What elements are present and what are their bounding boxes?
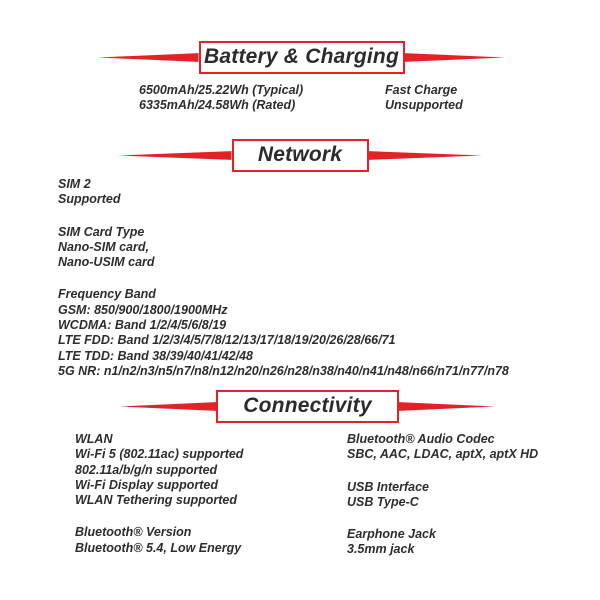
battery-section-banner: Battery & Charging [98, 41, 505, 74]
wlan-label: WLAN [75, 432, 113, 446]
ribbon-left-icon [98, 53, 199, 62]
earphone-jack-group: Earphone Jack 3.5mm jack [347, 527, 538, 558]
connectivity-section-banner: Connectivity [120, 390, 495, 423]
network-section-banner: Network [118, 139, 482, 172]
bluetooth-version-label: Bluetooth® Version [75, 525, 192, 540]
usb-interface-value: USB Type-C [347, 494, 419, 509]
wlan-wifi-display: Wi-Fi Display supported [75, 477, 218, 492]
bluetooth-version-value: Bluetooth® 5.4, Low Energy [75, 540, 242, 555]
ribbon-right-icon [404, 53, 505, 62]
connectivity-left-column: WLAN Wi-Fi 5 (802.11ac) supported 802.11… [75, 432, 243, 556]
frequency-band-lte-fdd: LTE FDD: Band 1/2/3/4/5/7/8/12/13/17/18/… [58, 333, 396, 348]
battery-title-box: Battery & Charging [198, 41, 405, 74]
usb-interface-group: USB Interface USB Type-C [347, 480, 538, 511]
sim2-value: Supported [58, 192, 121, 207]
earphone-jack-value: 3.5mm jack [347, 542, 415, 557]
fast-charge-block: Fast Charge Unsupported [385, 83, 463, 114]
network-title-box: Network [231, 139, 369, 172]
frequency-band-lte-tdd: LTE TDD: Band 38/39/40/41/42/48 [58, 348, 253, 363]
sim-card-type-value-1: Nano-SIM card, [58, 239, 149, 254]
frequency-band-wcdma: WCDMA: Band 1/2/4/5/6/8/19 [58, 318, 227, 333]
wlan-80211abgn: 802.11a/b/g/n supported [75, 462, 218, 477]
bluetooth-codec-label: Bluetooth® Audio Codec [347, 432, 495, 446]
frequency-band-5g-nr: 5G NR: n1/n2/n3/n5/n7/n8/n12/n20/n26/n28… [58, 363, 509, 378]
ribbon-right-icon [399, 402, 495, 411]
wlan-tethering: WLAN Tethering supported [75, 493, 238, 508]
frequency-band-group: Frequency Band GSM: 850/900/1800/1900MHz… [58, 287, 509, 379]
sim-card-type-value-2: Nano-USIM card [58, 255, 155, 270]
bluetooth-codec-value: SBC, AAC, LDAC, aptX, aptX HD [347, 447, 539, 462]
earphone-jack-label: Earphone Jack [347, 527, 436, 542]
frequency-band-label: Frequency Band [58, 287, 156, 302]
network-specs-block: SIM 2 Supported SIM Card Type Nano-SIM c… [58, 177, 509, 379]
frequency-band-gsm: GSM: 850/900/1800/1900MHz [58, 302, 228, 317]
ribbon-right-icon [368, 151, 482, 160]
bluetooth-version-group: Bluetooth® Version Bluetooth® 5.4, Low E… [75, 525, 243, 556]
wlan-group: WLAN Wi-Fi 5 (802.11ac) supported 802.11… [75, 432, 243, 508]
sim2-group: SIM 2 Supported [58, 177, 509, 208]
ribbon-left-icon [118, 151, 232, 160]
connectivity-section-title: Connectivity [243, 393, 372, 417]
connectivity-right-column: Bluetooth® Audio Codec SBC, AAC, LDAC, a… [347, 432, 538, 558]
sim-card-type-label: SIM Card Type [58, 224, 145, 239]
fast-charge-value: Unsupported [385, 98, 463, 113]
bluetooth-codec-group: Bluetooth® Audio Codec SBC, AAC, LDAC, a… [347, 432, 538, 463]
fast-charge-label: Fast Charge [385, 83, 458, 97]
battery-capacity-typical: 6500mAh/25.22Wh (Typical) [139, 83, 304, 97]
usb-interface-label: USB Interface [347, 479, 429, 494]
network-section-title: Network [257, 142, 343, 166]
battery-section-title: Battery & Charging [204, 44, 399, 68]
sim2-label: SIM 2 [58, 177, 91, 191]
sim-card-type-group: SIM Card Type Nano-SIM card, Nano-USIM c… [58, 225, 509, 271]
wlan-wifi5: Wi-Fi 5 (802.11ac) supported [75, 447, 244, 462]
battery-capacity-rated: 6335mAh/24.58Wh (Rated) [139, 98, 296, 113]
ribbon-left-icon [120, 402, 216, 411]
battery-capacity-block: 6500mAh/25.22Wh (Typical) 6335mAh/24.58W… [139, 83, 303, 114]
connectivity-title-box: Connectivity [216, 390, 399, 423]
